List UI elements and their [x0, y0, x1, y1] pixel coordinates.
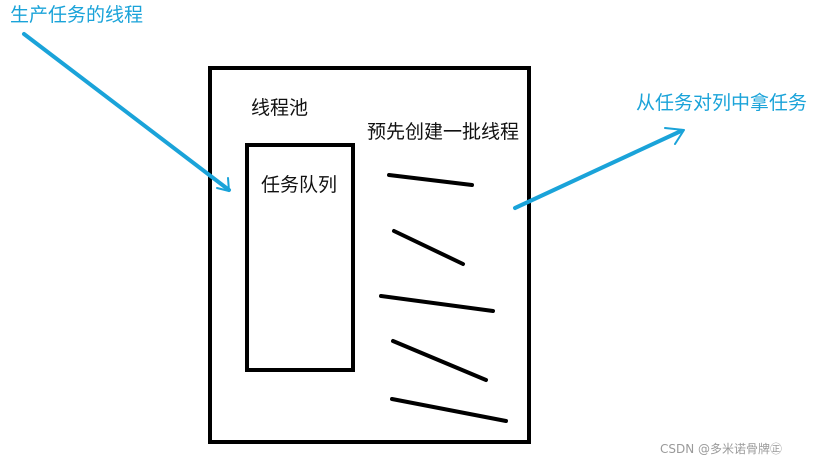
- consumer-arrow: [513, 127, 685, 210]
- task-queue-label: 任务队列: [261, 174, 338, 196]
- thread-line: [392, 229, 465, 266]
- thread-line: [390, 397, 508, 423]
- thread-line: [387, 173, 474, 187]
- thread-line: [379, 294, 495, 313]
- thread-lines: [379, 173, 508, 423]
- producer-label: 生产任务的线程: [10, 4, 144, 26]
- thread-line: [391, 339, 488, 382]
- consumer-label: 从任务对列中拿任务: [636, 92, 808, 114]
- precreate-label: 预先创建一批线程: [367, 121, 520, 143]
- thread-pool-label: 线程池: [251, 97, 309, 119]
- watermark: CSDN @多米诺骨牌㊣: [660, 442, 783, 456]
- thread-pool-box: [208, 66, 531, 444]
- task-queue-box: [245, 143, 355, 372]
- producer-arrow: [22, 32, 231, 192]
